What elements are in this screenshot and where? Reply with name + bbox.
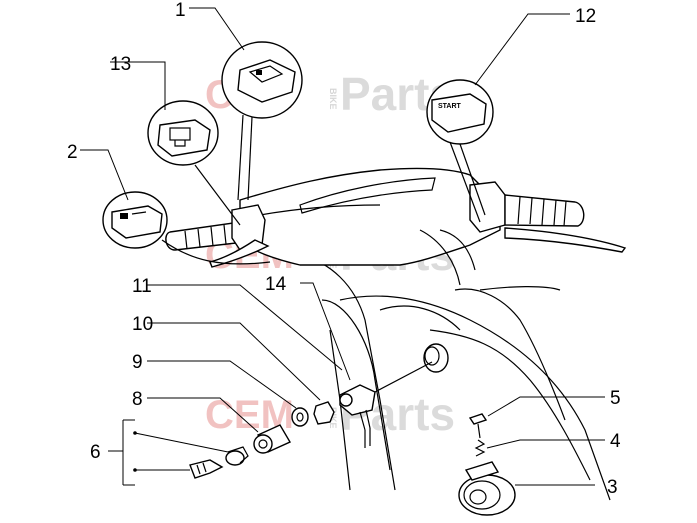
callout-4: 4 [610,431,621,452]
callout-5: 5 [610,388,621,409]
callout-6: 6 [90,442,101,463]
watermark-side: BIKE [328,407,338,429]
start-switch-part-12: START [426,79,494,223]
start-label: START [438,103,462,110]
handlebar [165,167,627,286]
frame-outline [299,254,611,501]
callout-1: 1 [175,0,186,21]
ignition-parts [189,343,516,516]
callout-10: 10 [132,314,153,335]
switch-part-13 [147,100,241,226]
watermark-side: BIKE [328,88,338,110]
callout-13: 13 [110,54,131,75]
switch-part-2 [102,191,271,265]
callout-12: 12 [575,6,596,27]
leader-lines [80,7,605,486]
key [189,459,224,479]
callout-2: 2 [67,142,78,163]
callout-labels: 1 2 3 4 5 6 8 9 10 11 12 13 14 [67,0,621,498]
callout-14: 14 [265,274,287,295]
switch-part-1 [221,41,303,201]
callout-8: 8 [132,389,143,410]
callout-11: 11 [132,276,152,297]
callout-9: 9 [132,352,143,373]
callout-3: 3 [607,477,618,498]
